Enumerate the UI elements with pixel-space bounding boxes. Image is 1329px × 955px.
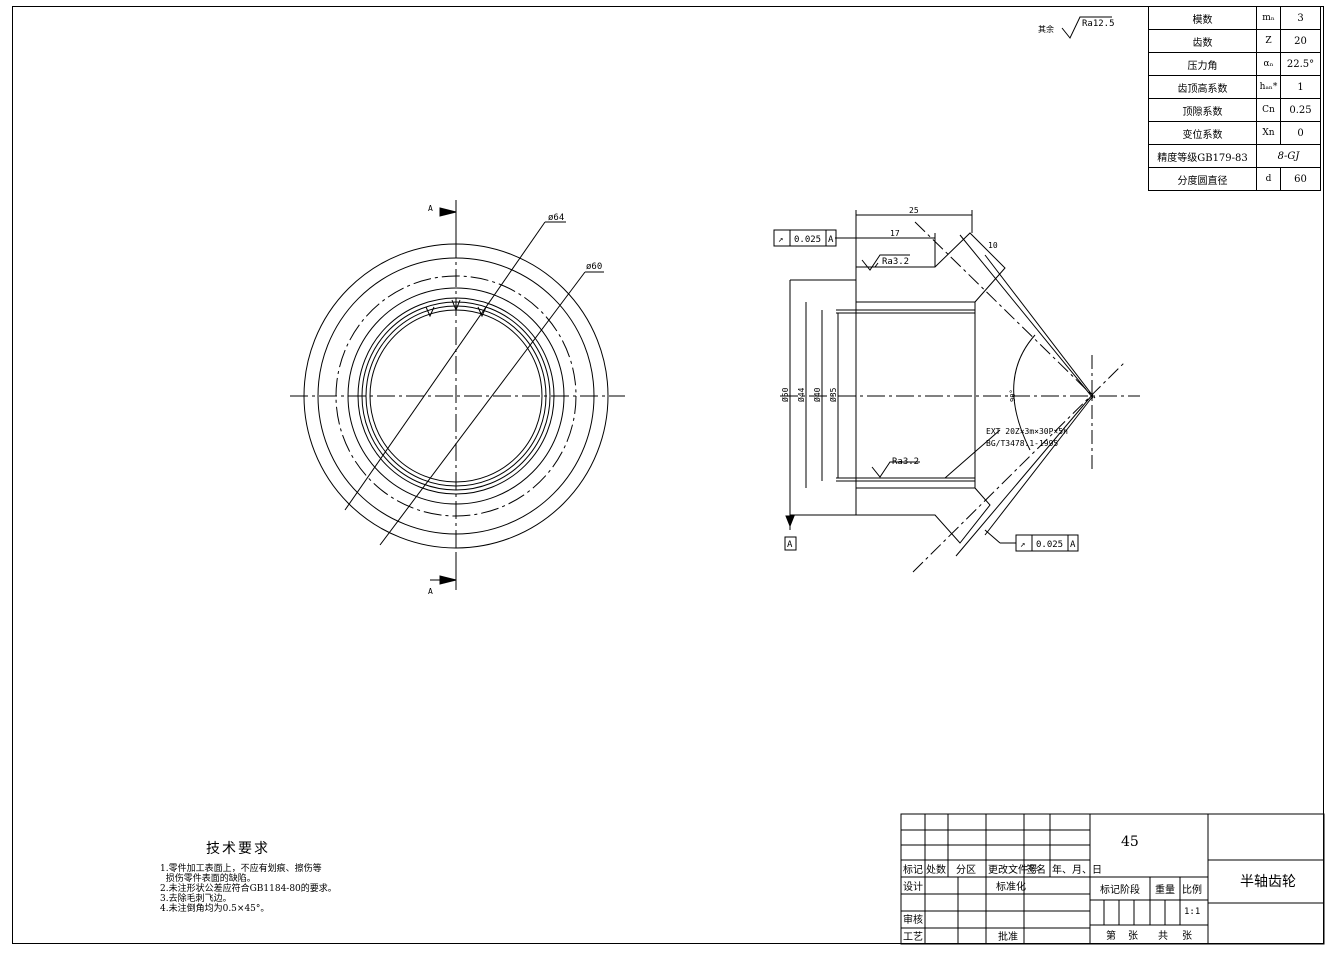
- tb-col-count: 处数: [926, 863, 946, 876]
- param-symbol: αₙ: [1256, 52, 1281, 76]
- spline-note-1: EXT 20Z×3m×30P×5h: [986, 427, 1068, 436]
- param-symbol: hₐₙ*: [1256, 75, 1281, 99]
- tech-title: 技术要求: [206, 841, 270, 857]
- part-name: 半轴齿轮: [1240, 874, 1296, 890]
- tb-stage: 标记阶段: [1100, 883, 1140, 896]
- surface-finish-value: Ra12.5: [1082, 19, 1115, 29]
- param-symbol: Xn: [1256, 121, 1281, 145]
- dim-25: 25: [909, 206, 919, 215]
- tech-line: 1.零件加工表面上，不应有划痕、擦伤等: [160, 864, 322, 874]
- param-symbol: mₙ: [1256, 6, 1281, 30]
- title-block: [900, 813, 1325, 945]
- surface-finish-prefix: 其余: [1038, 24, 1054, 34]
- tol-top-datum: A: [828, 235, 834, 245]
- tolerance-frame-top: [773, 229, 837, 247]
- tol-bottom-datum: A: [1070, 540, 1076, 550]
- param-name: 精度等级GB179-83: [1148, 144, 1257, 168]
- tb-total: 共: [1158, 930, 1168, 942]
- tb-scale: 1:1: [1184, 907, 1200, 917]
- tolerance-frame-bottom: [1015, 534, 1079, 552]
- param-name: 齿数: [1148, 29, 1257, 53]
- roughness-symbols: [861, 16, 1112, 478]
- param-symbol: d: [1256, 167, 1281, 191]
- tech-line: 2.未注形状公差应符合GB1184-80的要求。: [160, 884, 337, 894]
- technical-requirements: 技术要求 1.零件加工表面上，不应有划痕、擦伤等 损伤零件表面的缺陷。 2.未注…: [160, 838, 360, 914]
- param-value: 8-GJ: [1256, 144, 1321, 168]
- front-view: [290, 200, 625, 590]
- dim-d50: Ø50: [780, 387, 790, 402]
- param-symbol: Cn: [1256, 98, 1281, 122]
- param-name: 齿顶高系数: [1148, 75, 1257, 99]
- tb-review: 审核: [903, 913, 923, 926]
- tb-scale-label: 比例: [1182, 883, 1202, 896]
- param-value: 0.25: [1280, 98, 1321, 122]
- section-mark-top: A: [428, 204, 433, 213]
- tb-sheet-unit: 张: [1128, 930, 1138, 942]
- param-name: 顶隙系数: [1148, 98, 1257, 122]
- tb-sheet: 第: [1106, 929, 1116, 942]
- roughness-inner: Ra3.2: [892, 457, 919, 467]
- dia-60-label: ø60: [586, 262, 602, 272]
- param-value: 22.5°: [1280, 52, 1321, 76]
- tb-standardize: 标准化: [996, 880, 1026, 893]
- tol-top-symbol: ↗: [778, 235, 783, 245]
- tb-col-date: 年、月、日: [1052, 863, 1102, 876]
- section-mark-bottom: A: [428, 587, 433, 596]
- tb-col-mark: 标记: [903, 864, 923, 876]
- tech-line: 损伤零件表面的缺陷。: [160, 874, 256, 884]
- dim-10: 10: [988, 241, 998, 250]
- dim-17: 17: [890, 229, 900, 238]
- tech-line: 3.去除毛刺飞边。: [160, 894, 232, 904]
- param-name: 模数: [1148, 6, 1257, 30]
- param-value: 60: [1280, 167, 1321, 191]
- tb-process: 工艺: [903, 931, 923, 943]
- tb-col-sign: 签名: [1026, 863, 1046, 876]
- param-symbol: Z: [1256, 29, 1281, 53]
- roughness-top: Ra3.2: [882, 257, 909, 267]
- tb-approve: 批准: [998, 930, 1018, 943]
- dim-d40: Ø40: [812, 387, 822, 402]
- datum-box: [784, 536, 797, 551]
- tb-design: 设计: [903, 880, 923, 893]
- datum-label: A: [787, 540, 793, 550]
- param-value: 1: [1280, 75, 1321, 99]
- tb-total-unit: 张: [1182, 930, 1192, 942]
- param-name: 变位系数: [1148, 121, 1257, 145]
- tb-weight: 重量: [1155, 883, 1175, 896]
- tb-col-change-doc: 更改文件号: [988, 863, 1038, 876]
- tol-bottom-symbol: ↗: [1020, 540, 1025, 550]
- param-value: 20: [1280, 29, 1321, 53]
- tb-col-zone: 分区: [956, 864, 976, 876]
- tol-bottom-value: 0.025: [1036, 540, 1063, 550]
- dim-d44: Ø44: [796, 387, 806, 402]
- param-value: 3: [1280, 6, 1321, 30]
- dim-d35: Ø35: [828, 387, 838, 402]
- tol-top-value: 0.025: [794, 235, 821, 245]
- param-name: 压力角: [1148, 52, 1257, 76]
- dim-angle: 90°: [1009, 389, 1017, 402]
- drawing-frame: [12, 6, 1324, 944]
- tech-line: 4.未注倒角均为0.5×45°。: [160, 904, 270, 914]
- dia-64-label: ø64: [548, 213, 564, 223]
- section-view: [780, 210, 1140, 573]
- spline-note-2: BG/T3478.1-1995: [986, 439, 1058, 448]
- material-label: 45: [1121, 834, 1139, 850]
- param-name: 分度圆直径: [1148, 167, 1257, 191]
- param-value: 0: [1280, 121, 1321, 145]
